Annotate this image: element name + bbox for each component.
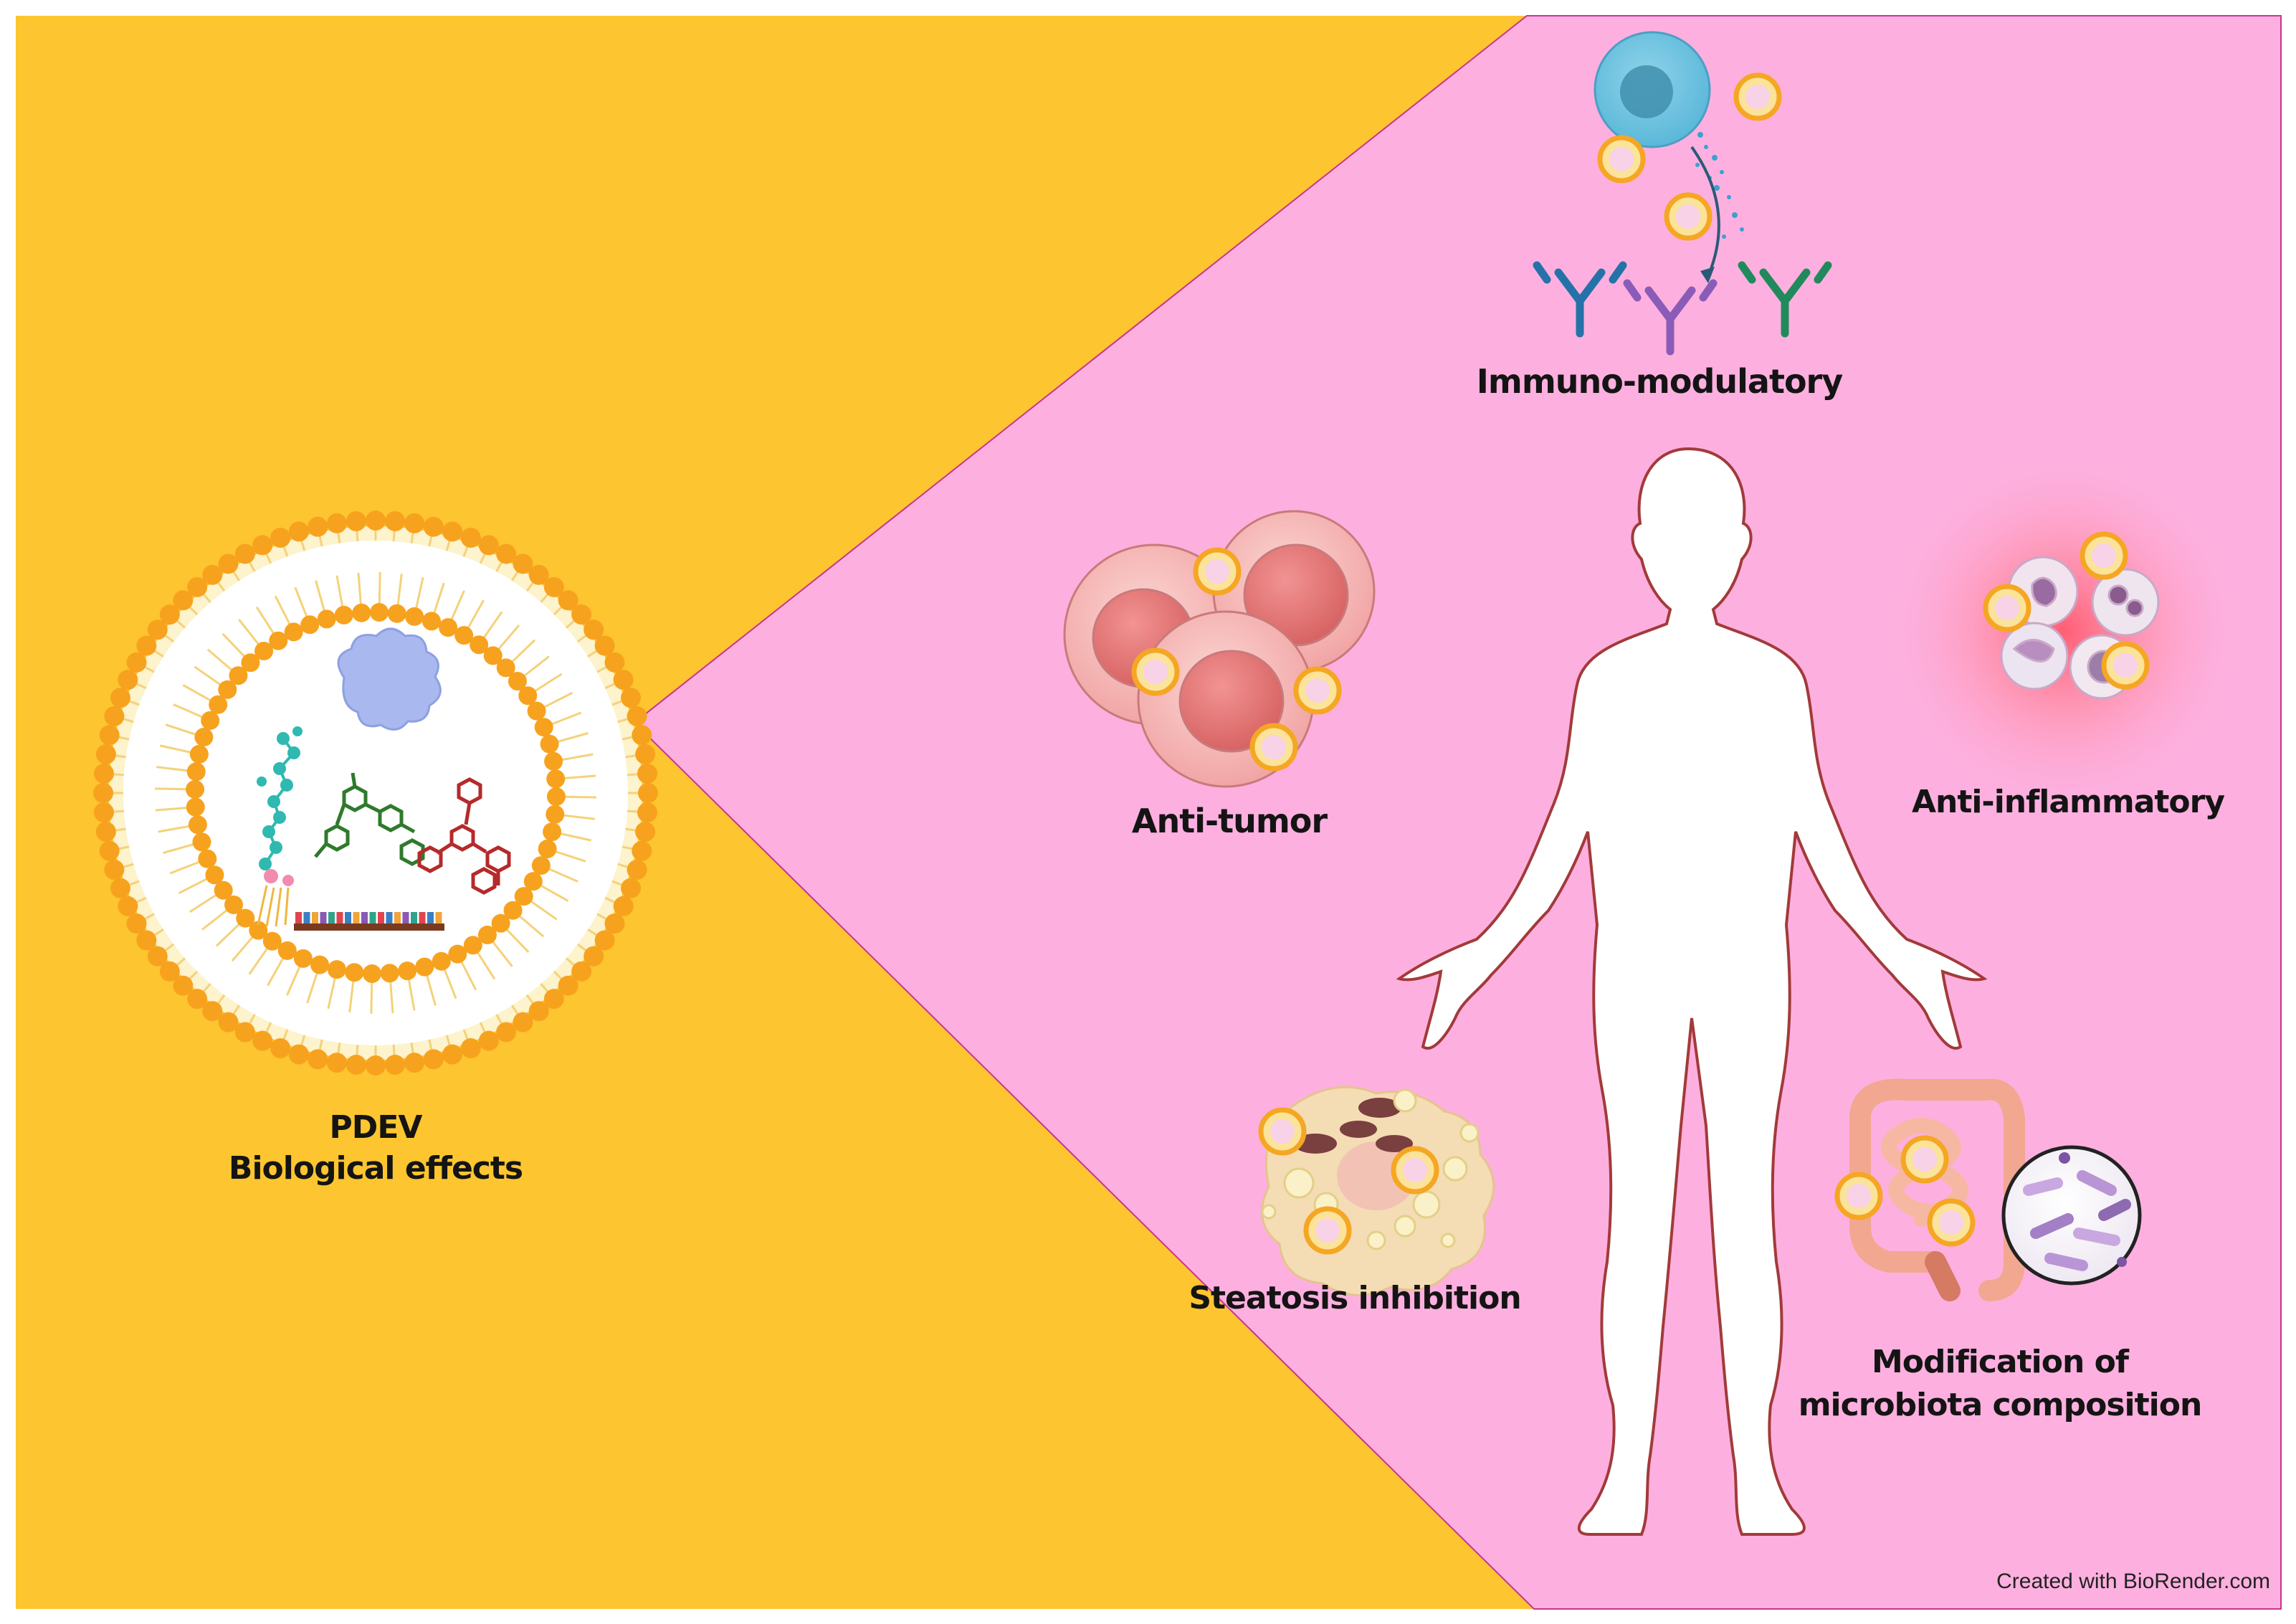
microbiota-label-line1: Modification of: [1872, 1344, 2129, 1380]
mini-vesicle-core-icon: [1939, 1210, 1963, 1235]
secretion-arrow-icon: [1690, 146, 1720, 273]
mini-vesicle-core-icon: [1270, 1119, 1295, 1144]
immune-cell-icon: [1594, 31, 1711, 148]
mini-vesicle-core-icon: [1143, 660, 1168, 684]
pdev-label: PDEV Biological effects: [196, 1108, 555, 1189]
mini-vesicle-core-icon: [1676, 204, 1700, 229]
intestine-icon: [1849, 1078, 2025, 1301]
steatosis-inhibition-label: Steatosis inhibition: [1189, 1280, 1521, 1316]
mini-vesicle-core-icon: [1403, 1158, 1427, 1182]
small-molecule-green-icon: [314, 772, 425, 866]
anti-inflammatory-label: Anti-inflammatory: [1911, 784, 2225, 820]
mini-vesicle-core-icon: [1205, 559, 1229, 584]
microbiota-label: Modification of microbiota composition: [1785, 1341, 2215, 1427]
cytokine-release-icon: [1695, 132, 1744, 239]
bacteria-magnified-icon: [2001, 1145, 2142, 1286]
mini-vesicle-core-icon: [2113, 653, 2138, 678]
mini-vesicle-core-icon: [1995, 596, 2019, 620]
immuno-modulatory-label: Immuno-modulatory: [1476, 362, 1843, 401]
pdev-title: PDEV: [329, 1109, 423, 1146]
outer-lipid-layer: [93, 511, 658, 1075]
pdev-subtitle: Biological effects: [228, 1150, 523, 1187]
small-molecule-red-icon: [417, 777, 511, 895]
biorender-credit: Created with BioRender.com: [1996, 1570, 2270, 1593]
mini-vesicle-core-icon: [1609, 147, 1634, 171]
mini-vesicle-core-icon: [1745, 85, 1770, 109]
microbiota-label-line2: microbiota composition: [1798, 1387, 2203, 1423]
mini-vesicle-core-icon: [2092, 543, 2116, 568]
human-silhouette-icon: [1396, 447, 1988, 1536]
inflammation-glow: [1882, 448, 2247, 814]
nucleic-acid-cargo-icon: [294, 912, 444, 931]
pdev-vesicle-icon: [93, 511, 658, 1075]
antibody-icon: [1533, 261, 1832, 356]
mini-vesicle-core-icon: [1305, 678, 1330, 703]
inner-lipid-layer: [155, 572, 596, 1014]
mini-vesicle-core-icon: [1847, 1184, 1871, 1208]
mini-vesicle-core-icon: [1262, 735, 1286, 759]
tumor-cell-cluster-icon: [1063, 510, 1376, 788]
lipid-cargo-icon: [257, 726, 303, 927]
leukocyte-icon: [2000, 556, 2160, 700]
mini-vesicle-core-icon: [1912, 1147, 1937, 1172]
secretion-arrow-head-icon: [1700, 267, 1715, 283]
mini-vesicle-core-icon: [1315, 1218, 1340, 1243]
anti-tumor-label: Anti-tumor: [1131, 802, 1328, 840]
mini-vesicle-group: [1131, 72, 2150, 1255]
protein-cargo-icon: [337, 627, 442, 731]
